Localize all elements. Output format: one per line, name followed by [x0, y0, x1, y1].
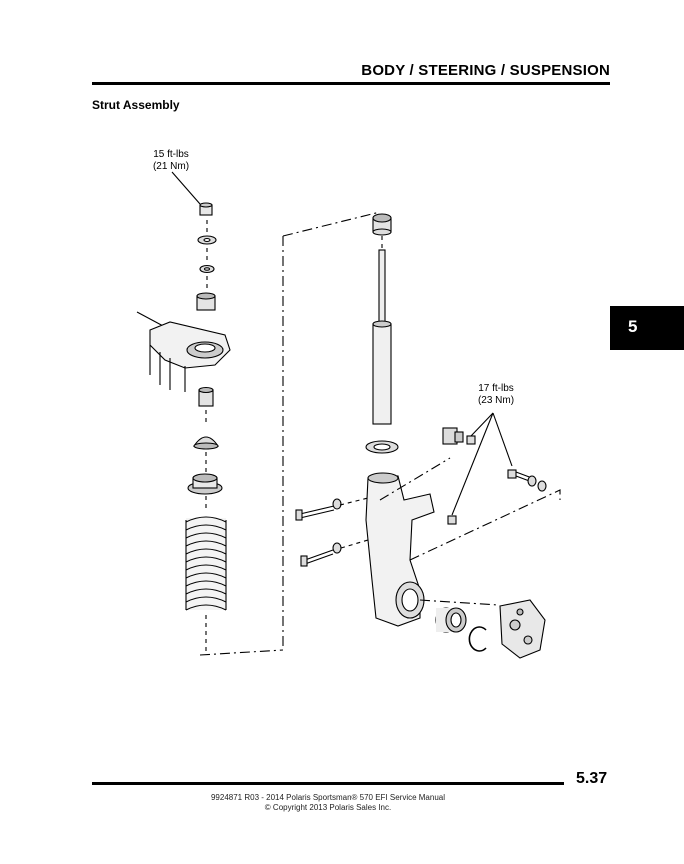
- torque-callout-right: 17 ft-lbs (23 Nm): [470, 383, 522, 407]
- bolt-upper: [295, 505, 335, 521]
- brake-caliper: [499, 599, 546, 659]
- bolt-lower: [300, 549, 334, 567]
- nut-middle: [447, 515, 457, 525]
- footer-rule: [92, 782, 564, 785]
- nut-clamp: [466, 435, 476, 445]
- frame-mount: [136, 311, 231, 392]
- manual-title: 9924871 R03 - 2014 Polaris Sportsman® 57…: [210, 793, 446, 802]
- leader-line-torque-2b: [451, 412, 494, 516]
- leader-line-torque-2c: [492, 412, 513, 467]
- strut-top-bushing: [372, 213, 392, 236]
- copyright: © Copyright 2013 Polaris Sales Inc.: [264, 803, 392, 812]
- spring-seat: [187, 473, 223, 495]
- torque-value: 15 ft-lbs: [153, 149, 189, 160]
- clamp-bracket: [442, 427, 464, 445]
- bushing-top: [196, 292, 216, 311]
- leader-line-torque-1: [171, 171, 201, 205]
- torque-metric: (23 Nm): [477, 395, 515, 406]
- wheel-bearing: [435, 607, 467, 633]
- section-title: Strut Assembly: [92, 98, 180, 112]
- torque-value: 17 ft-lbs: [478, 383, 514, 394]
- torque-metric: (21 Nm): [152, 161, 190, 172]
- bushing-bottom: [198, 386, 214, 407]
- snap-ring: [468, 626, 487, 652]
- leader-line-torque-2a: [470, 412, 494, 437]
- header-rule: [92, 82, 610, 85]
- coil-spring: [185, 516, 227, 611]
- footer-text: 9924871 R03 - 2014 Polaris Sportsman® 57…: [92, 793, 564, 813]
- shock-absorber: [372, 249, 392, 425]
- chapter-tab[interactable]: 5: [610, 306, 684, 350]
- top-nut: [199, 202, 213, 216]
- page-number: 5.37: [576, 770, 608, 787]
- steering-knuckle: [365, 472, 435, 627]
- chapter-tab-label: 5: [628, 317, 638, 336]
- header-title: BODY / STEERING / SUSPENSION: [361, 62, 610, 79]
- torque-callout-top: 15 ft-lbs (21 Nm): [146, 149, 196, 173]
